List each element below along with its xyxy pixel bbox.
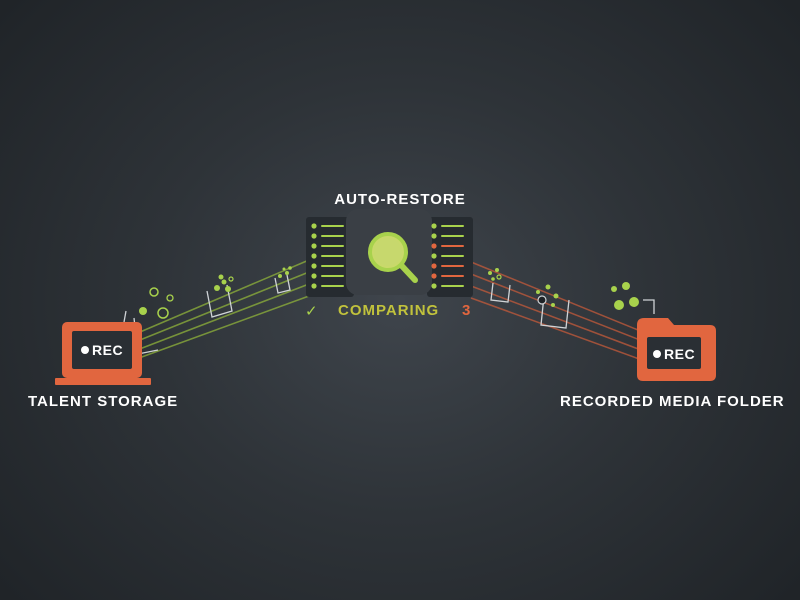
file-status-dot <box>431 253 437 259</box>
laptop-rec-badge: REC <box>81 342 123 358</box>
file-status-dot <box>311 243 317 249</box>
file-status-dot <box>311 223 317 229</box>
folder-rec-badge: REC <box>653 346 695 362</box>
right-floating-dots <box>488 268 639 310</box>
left-floating-dots <box>139 266 292 319</box>
file-status-dot <box>311 283 317 289</box>
diagram-title: AUTO-RESTORE <box>334 191 466 208</box>
file-status-dot <box>311 263 317 269</box>
left-file-list <box>311 223 344 289</box>
rec-dot-icon <box>653 350 661 358</box>
recorded-media-folder-label: RECORDED MEDIA FOLDER <box>560 393 785 410</box>
laptop-icon <box>55 322 151 385</box>
file-status-dot <box>431 263 437 269</box>
file-status-dot <box>431 233 437 239</box>
status-text: COMPARING <box>338 302 440 319</box>
file-status-dot <box>311 273 317 279</box>
status-count: 3 <box>462 302 472 319</box>
file-status-dot <box>431 273 437 279</box>
right-file-list <box>431 223 464 289</box>
rec-dot-icon <box>81 346 89 354</box>
magnifier-icon <box>368 232 418 283</box>
laptop-rec-label: REC <box>92 342 124 358</box>
file-status-dot <box>431 283 437 289</box>
file-status-dot <box>311 253 317 259</box>
auto-restore-card <box>306 209 473 297</box>
check-icon: ✓ <box>305 303 319 320</box>
talent-storage-label: TALENT STORAGE <box>28 393 179 410</box>
left-floating-documents <box>123 274 291 355</box>
file-status-dot <box>431 223 437 229</box>
status-line: ✓ COMPARING 3 <box>300 302 500 322</box>
folder-rec-label: REC <box>664 346 696 362</box>
left-connection-lines <box>132 259 310 359</box>
file-status-dot <box>311 233 317 239</box>
folder-icon <box>637 318 716 381</box>
right-floating-documents <box>490 282 655 329</box>
file-status-dot <box>431 243 437 249</box>
